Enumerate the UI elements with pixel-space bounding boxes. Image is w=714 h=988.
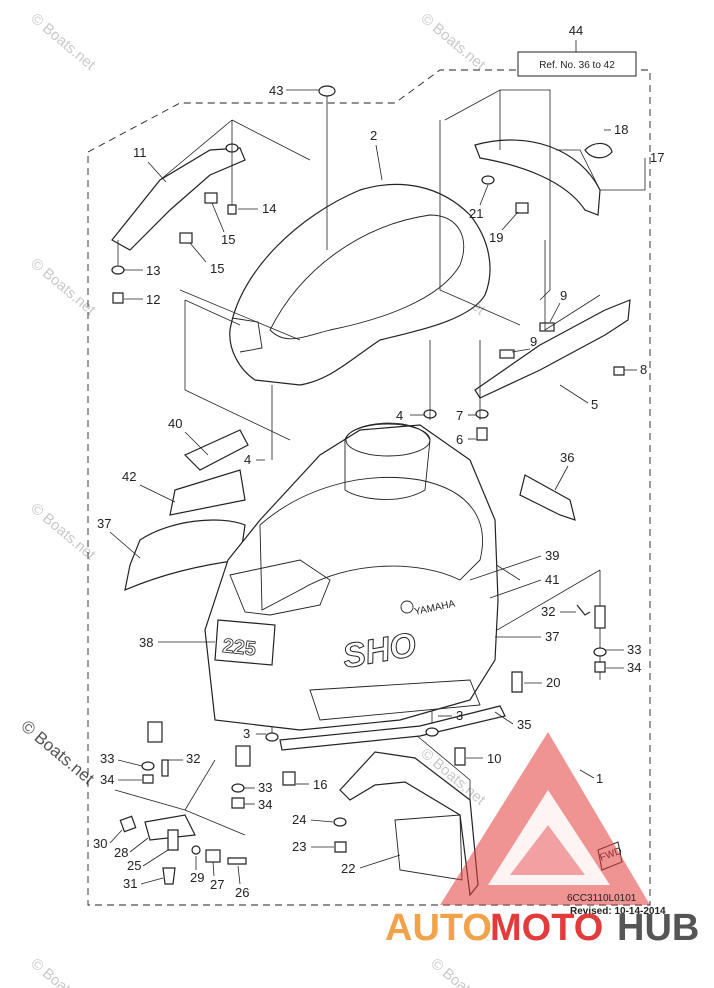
decal-40 bbox=[183, 429, 249, 471]
callout-22: 22 bbox=[341, 861, 355, 876]
callout-18: 18 bbox=[614, 122, 628, 137]
grommet-43 bbox=[318, 85, 336, 97]
right-bracket bbox=[474, 139, 601, 216]
callout-labels: 43 2 11 14 15 15 13 12 18 17 21 19 9 9 8… bbox=[93, 83, 664, 900]
callout-25: 25 bbox=[127, 858, 141, 873]
callout-14: 14 bbox=[262, 201, 276, 216]
callout-39: 39 bbox=[545, 548, 559, 563]
watermark: © Boats.net bbox=[27, 955, 99, 988]
ref-text: Ref. No. 36 to 42 bbox=[539, 60, 615, 71]
callout-4: 4 bbox=[396, 408, 403, 423]
latch-hardware bbox=[141, 604, 607, 853]
watermark: © Boats.net bbox=[27, 10, 99, 74]
diagram-code: 6CC3110L0101 bbox=[567, 893, 637, 904]
callout-24: 24 bbox=[292, 812, 306, 827]
seal-22-body bbox=[394, 814, 463, 881]
ref-box: 44 Ref. No. 36 to 42 bbox=[517, 23, 637, 77]
callout-5: 5 bbox=[591, 397, 598, 412]
callout-36: 36 bbox=[560, 450, 574, 465]
callout-33c: 33 bbox=[258, 780, 272, 795]
callout-38: 38 bbox=[139, 635, 153, 650]
callout-17: 17 bbox=[650, 150, 664, 165]
brand-text: AUTO MOTO HUB bbox=[385, 907, 699, 949]
decal-42 bbox=[169, 469, 246, 516]
callout-23: 23 bbox=[292, 839, 306, 854]
watermark-side: © Boats.net bbox=[17, 717, 98, 789]
watermark: © Boats.net bbox=[427, 955, 499, 988]
clip-9b bbox=[499, 349, 515, 359]
callout-11: 11 bbox=[133, 145, 147, 160]
callout-20: 20 bbox=[546, 675, 560, 690]
callout-37b: 37 bbox=[545, 629, 559, 644]
callout-26: 26 bbox=[235, 885, 249, 900]
callout-3b: 3 bbox=[243, 726, 250, 741]
latch-exploded bbox=[114, 759, 247, 885]
brand-auto: AUTO bbox=[385, 907, 492, 949]
callout-1: 1 bbox=[596, 771, 603, 786]
brand-hub: HUB bbox=[617, 907, 699, 949]
callout-34c: 34 bbox=[258, 797, 272, 812]
callout-37: 37 bbox=[97, 516, 111, 531]
watermark: © Boats.net bbox=[417, 10, 489, 74]
callout-40: 40 bbox=[168, 416, 182, 431]
clip-9 bbox=[539, 322, 555, 332]
callout-13: 13 bbox=[146, 263, 160, 278]
brand-logo bbox=[440, 732, 650, 905]
callout-19: 19 bbox=[489, 230, 503, 245]
callout-34b: 34 bbox=[100, 772, 114, 787]
callout-31: 31 bbox=[123, 876, 137, 891]
callout-9b: 9 bbox=[530, 334, 537, 349]
revised-date: Revised: 10-14-2014 bbox=[570, 906, 666, 917]
callout-34: 34 bbox=[627, 660, 641, 675]
grommet-18 bbox=[584, 142, 613, 159]
callout-16: 16 bbox=[313, 777, 327, 792]
lower-rail-35 bbox=[279, 705, 506, 751]
callout-9: 9 bbox=[560, 288, 567, 303]
callout-4b: 4 bbox=[244, 452, 251, 467]
callout-8: 8 bbox=[640, 362, 647, 377]
callout-42: 42 bbox=[122, 469, 136, 484]
callout-41: 41 bbox=[545, 572, 559, 587]
decal-36 bbox=[519, 474, 576, 521]
brand-moto: MOTO bbox=[490, 907, 603, 949]
decal-38 bbox=[214, 619, 276, 666]
callout-15: 15 bbox=[221, 232, 235, 247]
right-rail bbox=[474, 299, 631, 399]
callout-28: 28 bbox=[114, 845, 128, 860]
callout-29: 29 bbox=[190, 870, 204, 885]
callout-7: 7 bbox=[456, 408, 463, 423]
callout-27: 27 bbox=[210, 877, 224, 892]
callout-21: 21 bbox=[469, 206, 483, 221]
callout-3: 3 bbox=[456, 708, 463, 723]
callout-43: 43 bbox=[269, 83, 283, 98]
callout-6: 6 bbox=[456, 432, 463, 447]
ref-number: 44 bbox=[569, 23, 583, 38]
callout-15b: 15 bbox=[210, 261, 224, 276]
callout-32b: 32 bbox=[186, 751, 200, 766]
callout-2: 2 bbox=[370, 128, 377, 143]
callout-10: 10 bbox=[487, 751, 501, 766]
left-bracket bbox=[111, 147, 246, 251]
callout-12: 12 bbox=[146, 292, 160, 307]
callout-32: 32 bbox=[541, 604, 555, 619]
callout-30: 30 bbox=[93, 836, 107, 851]
callout-33: 33 bbox=[627, 642, 641, 657]
bottom-cowling bbox=[204, 424, 499, 731]
callout-33b: 33 bbox=[100, 751, 114, 766]
upper-cover bbox=[229, 183, 491, 386]
cowl-model: 225 bbox=[221, 635, 256, 660]
callout-35: 35 bbox=[517, 717, 531, 732]
